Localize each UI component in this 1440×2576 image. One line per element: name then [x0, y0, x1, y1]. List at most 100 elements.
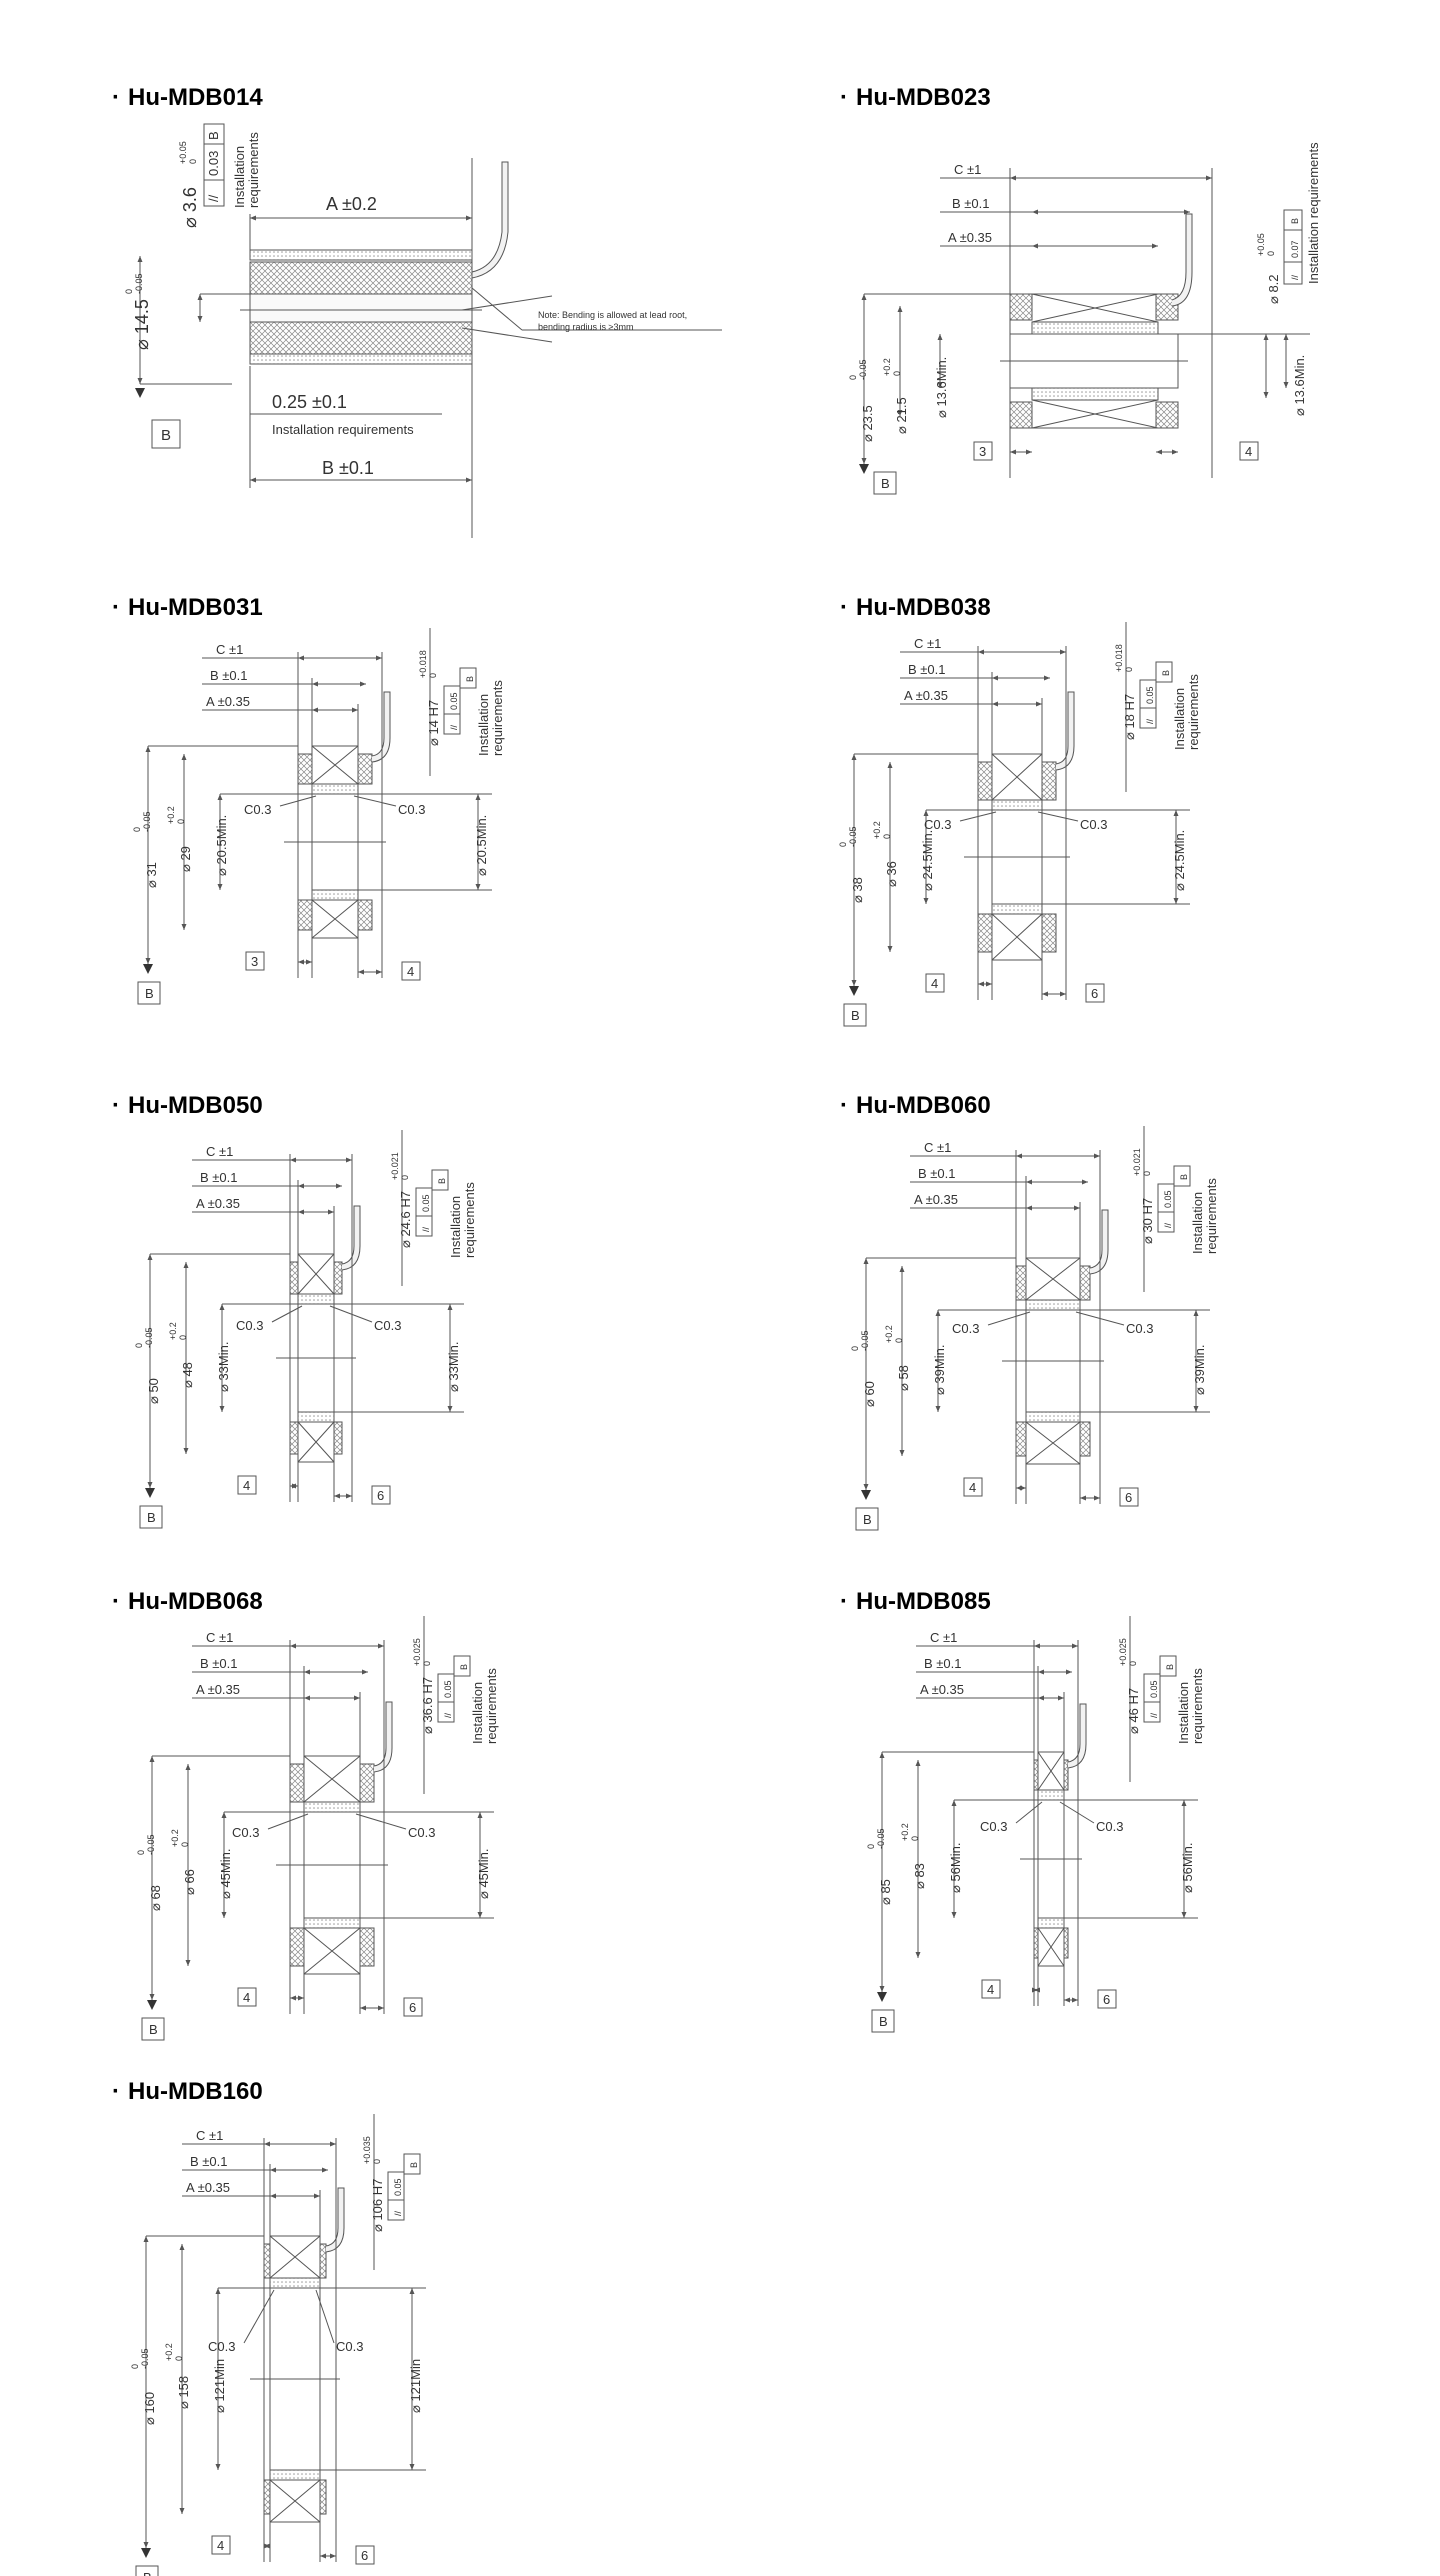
arrow-head: [1020, 1485, 1026, 1491]
arrow-head: [1042, 991, 1048, 997]
gdt-datum-box: [1283, 209, 1303, 231]
datum-triangle: [145, 1488, 155, 1498]
arrow-head: [1074, 1205, 1080, 1211]
end-ring: [1041, 913, 1057, 953]
lead-wire: [325, 2187, 345, 2253]
label-bearing: 0.25 ±0.1: [272, 392, 347, 412]
arrow-head: [1016, 1153, 1022, 1159]
gdt-runout-value: 0.05: [393, 2178, 403, 2196]
datum-triangle: [135, 388, 145, 398]
arrow-head: [915, 1952, 921, 1958]
arrow-head: [1080, 1495, 1086, 1501]
end-ring: [297, 753, 313, 785]
arrow-head: [1032, 1987, 1038, 1993]
arrow-head: [143, 2542, 149, 2548]
datum-triangle: [877, 1992, 887, 2002]
arrow-head: [320, 2553, 326, 2559]
winding-cross: [297, 1421, 335, 1463]
datum-b-label: B: [851, 1008, 860, 1023]
label-chamfer: C0.3: [1080, 817, 1107, 832]
datum-triangle: [147, 2000, 157, 2010]
bore-tol-top: +0.05: [1256, 233, 1266, 256]
sleeve: [311, 783, 359, 795]
datum-b-box: [135, 2565, 159, 2576]
label-mid: ⌀ 48: [180, 1362, 195, 1388]
arrow-head: [861, 294, 867, 300]
sleeve: [1025, 1411, 1081, 1423]
arrow-head: [1173, 898, 1179, 904]
technical-drawing: Note: Bending is allowed at lead root,be…: [124, 123, 722, 538]
end-ring: [1015, 1265, 1027, 1301]
chamfer-leader: [315, 2289, 335, 2344]
end-ring: [357, 899, 373, 931]
arrow-head: [290, 1995, 296, 2001]
arrow-head: [466, 477, 472, 483]
datum-b-label: B: [863, 1512, 872, 1527]
datum-b-label: B: [147, 1510, 156, 1525]
label-chamfer: C0.3: [336, 2339, 363, 2354]
label-left-w: 4: [243, 1478, 250, 1493]
end-ring: [1079, 1265, 1091, 1301]
arrow-head: [887, 946, 893, 952]
label-outer: ⌀ 38: [850, 877, 865, 903]
label-a: A ±0.35: [196, 1196, 240, 1211]
end-ring: [1015, 1421, 1027, 1457]
coil-winding-bottom: [249, 321, 473, 355]
label-inner-min-r: ⌀ 56Min.: [1180, 1843, 1195, 1893]
arrow-head: [270, 2167, 276, 2173]
datum-b-box: [151, 419, 181, 449]
outer-tol-top: 0: [850, 1346, 860, 1351]
coil-core: [249, 293, 473, 323]
label-left-w: 3: [251, 954, 258, 969]
winding-cross: [269, 2235, 321, 2279]
arrow-head: [978, 981, 984, 987]
winding-cross: [991, 753, 1043, 801]
label-b: B ±0.1: [952, 196, 990, 211]
label-a: A ±0.35: [196, 1682, 240, 1697]
label-inner-min: ⌀ 24.5Min.: [920, 830, 935, 891]
arrow-head: [1038, 1669, 1044, 1675]
mid-tol-top: +0.2: [168, 1322, 178, 1340]
outer-tol-bot: -0.05: [146, 1834, 156, 1855]
mid-tol-bot: 0: [894, 1338, 904, 1343]
arrow-head: [1026, 449, 1032, 455]
end-ring: [1063, 1759, 1069, 1791]
arrow-head: [145, 746, 151, 752]
label-inner-min-r: ⌀ 24.5Min.: [1172, 830, 1187, 891]
gdt-runout-symbol: //: [393, 2210, 403, 2216]
arrow-head: [978, 649, 984, 655]
arrow-head: [1066, 1669, 1072, 1675]
mid-tol-top: +0.2: [166, 806, 176, 824]
gdt-runout-box: [387, 2199, 405, 2221]
winding-cross: [1031, 413, 1159, 429]
label-right-w: 6: [377, 1488, 384, 1503]
arrow-head: [304, 1695, 310, 1701]
gdt-runout-box: [415, 1215, 433, 1237]
lead-wire: [371, 691, 391, 763]
bore-tol-bot: 0: [1266, 251, 1276, 256]
outer-tol-top: 0: [132, 827, 142, 832]
coil-bottom-layer: [249, 353, 473, 365]
label-a: A ±0.35: [186, 2180, 230, 2195]
label-c: C ±1: [954, 162, 981, 177]
gdt-runout-value: 0.05: [1145, 686, 1155, 704]
datum-triangle: [849, 986, 859, 996]
arrow-head: [362, 1669, 368, 1675]
label-chamfer: C0.3: [1126, 1321, 1153, 1336]
width-box: [355, 2545, 375, 2565]
label-inner-min-r: ⌀ 33Min.: [446, 1342, 461, 1392]
coil-top-layer: [249, 249, 473, 261]
gdt-value-box: [443, 685, 461, 715]
gdt-value-box: [1157, 1183, 1175, 1213]
coil-winding-top: [249, 261, 473, 295]
gdt-runout-symbol: //: [421, 1226, 431, 1232]
label-left-w: 3: [979, 444, 986, 459]
label-chamfer: C0.3: [236, 1318, 263, 1333]
arrow-head: [923, 810, 929, 816]
label-b: B ±0.1: [190, 2154, 228, 2169]
gdt-runout-value: 0.05: [1149, 1680, 1159, 1698]
model-title: ·Hu-MDB023: [840, 84, 991, 111]
arrow-head: [1206, 175, 1212, 181]
chamfer-leader: [329, 1305, 373, 1323]
label-bore: ⌀ 8.2: [1266, 274, 1281, 304]
